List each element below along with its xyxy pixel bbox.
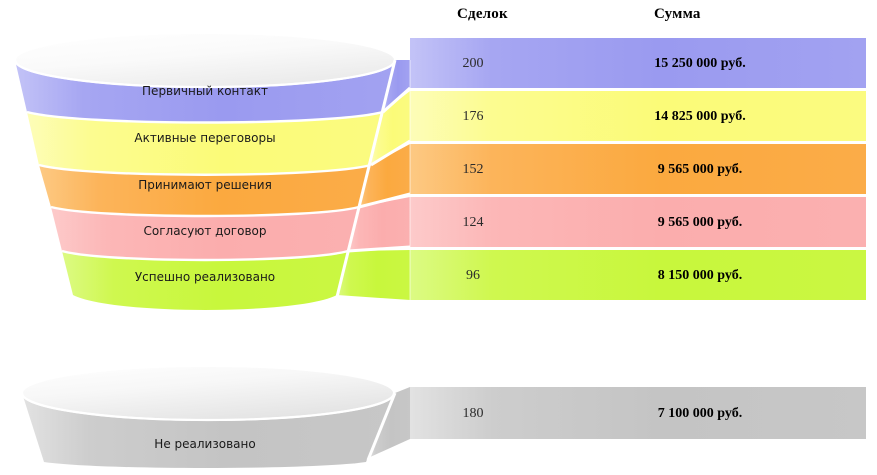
funnel-rim-inner xyxy=(13,59,397,89)
funnel-band-4 xyxy=(51,207,359,260)
deal-count-3: 152 xyxy=(462,162,484,177)
deal-amount-lost: 7 100 000 руб. xyxy=(657,406,743,421)
connector-4 xyxy=(348,197,410,251)
bar-row-lost xyxy=(410,387,866,439)
deal-count-4: 124 xyxy=(462,215,484,230)
lost-connector xyxy=(368,387,410,458)
connector-3 xyxy=(359,144,410,207)
connector-gap-1 xyxy=(382,86,411,114)
lost-top-rim xyxy=(22,366,394,420)
funnel-divider-2 xyxy=(38,163,372,176)
deal-count-5: 96 xyxy=(466,268,480,283)
connector-gap-3 xyxy=(358,192,411,209)
deal-amount-2: 14 825 000 руб. xyxy=(654,109,746,124)
funnel-bar-connectors xyxy=(335,59,411,300)
funnel-band-5 xyxy=(62,251,348,310)
funnel-divider-1 xyxy=(26,110,384,124)
funnel-band-3 xyxy=(39,165,371,216)
deal-amount-1: 15 250 000 руб. xyxy=(654,56,746,71)
connector-gap-4 xyxy=(347,245,411,253)
column-header-amount: Сумма xyxy=(654,6,701,22)
funnel-edge-highlight xyxy=(335,59,397,298)
funnel-divider-4 xyxy=(61,249,349,262)
deal-amount-5: 8 150 000 руб. xyxy=(657,268,743,283)
funnel-body xyxy=(13,32,397,310)
bar-row-4 xyxy=(410,197,866,247)
connector-1 xyxy=(383,60,410,112)
lost-funnel-body xyxy=(20,365,410,468)
connector-5 xyxy=(337,250,410,300)
connector-gap-2 xyxy=(370,139,411,167)
lost-rim-inner xyxy=(20,392,396,422)
funnel-divider-3 xyxy=(50,205,360,218)
bar-row-5 xyxy=(410,250,866,300)
deal-count-lost: 180 xyxy=(462,406,484,421)
bar-row-3 xyxy=(410,144,866,194)
funnel-top-rim xyxy=(15,33,395,87)
column-header-deals: Сделок xyxy=(457,6,508,22)
deal-amount-3: 9 565 000 руб. xyxy=(657,162,743,177)
deal-count-2: 176 xyxy=(462,109,484,124)
lost-edge-highlight xyxy=(366,392,397,461)
bar-row-1 xyxy=(410,38,866,88)
bar-column xyxy=(410,38,866,439)
deal-amount-4: 9 565 000 руб. xyxy=(657,215,743,230)
funnel-band-2 xyxy=(27,112,383,175)
deal-count-1: 200 xyxy=(462,56,484,71)
bar-row-2 xyxy=(410,91,866,141)
